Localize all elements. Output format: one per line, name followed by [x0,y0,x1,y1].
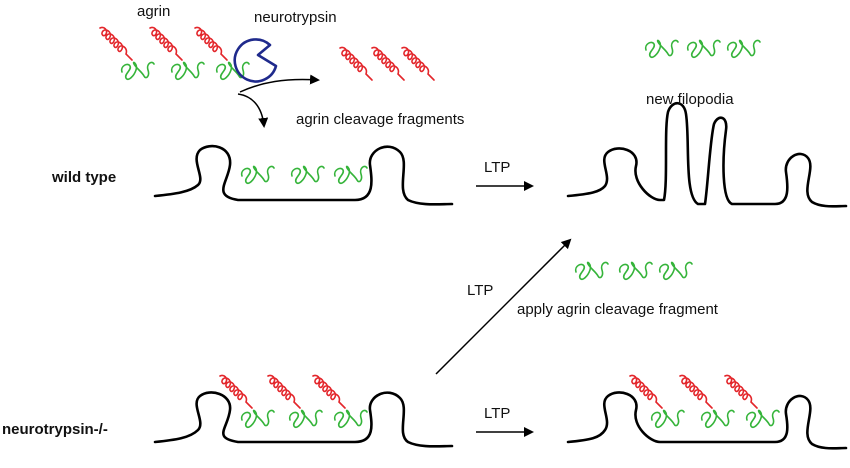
agrin-molecule-3 [195,27,249,79]
agrin-bound-ko-after-ltp [630,375,779,427]
neurotrypsin-enzyme [233,38,278,83]
label-wild-type: wild type [52,169,117,186]
label-apply-fragment: apply agrin cleavage fragment [517,301,718,318]
label-neurotrypsin: neurotrypsin [254,9,337,26]
arrow-to-membrane [237,93,269,128]
label-ltp-diagonal: LTP [467,282,494,299]
label-agrin: agrin [137,3,171,20]
label-new-filopodia: new filopodia [646,91,734,108]
label-neurotrypsin-ko: neurotrypsin-/- [2,421,108,438]
agrin-molecule-1 [100,27,154,79]
arrow-ltp-diagonal [435,238,572,375]
membrane-wild-type-after-ltp [566,101,848,208]
label-ltp-bottom: LTP [484,405,511,422]
membrane-wild-type [153,144,454,206]
membrane-neurotrypsin-ko-after-ltp [566,391,848,450]
arrow-to-fragments [239,74,320,93]
label-ltp-top: LTP [484,159,511,176]
membrane-neurotrypsin-ko [153,391,454,448]
fragments-applied [574,261,693,281]
agrin-molecules [100,27,249,79]
agrin-molecule-2 [150,27,204,79]
fragments-new-filopodia [644,39,761,59]
released-n-terminal-fragments [339,46,435,81]
fragments-wild-type [240,165,368,185]
agrin-bound-ko [220,375,367,427]
label-cleavage-fragments: agrin cleavage fragments [296,111,465,128]
